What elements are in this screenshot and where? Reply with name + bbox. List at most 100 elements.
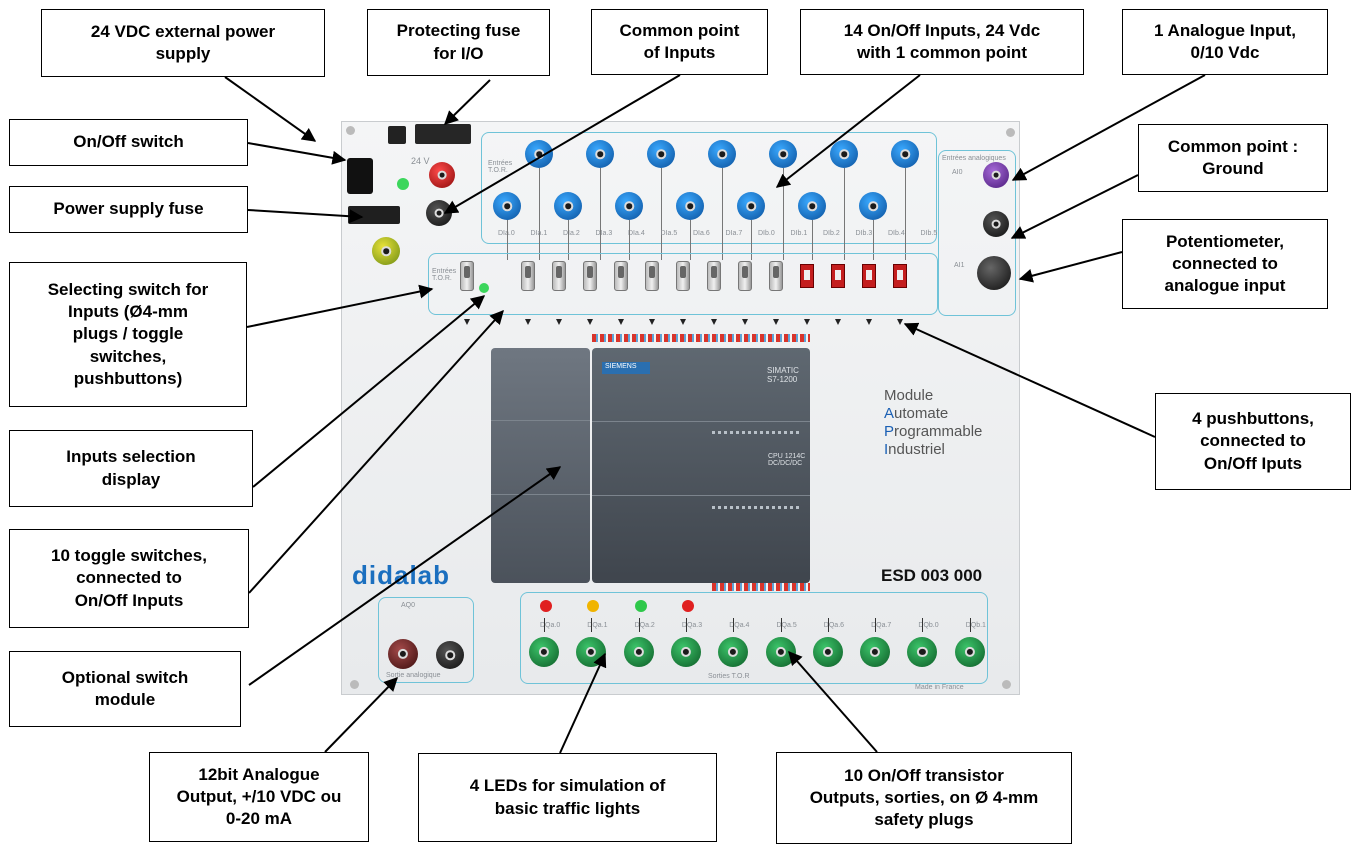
output-jack[interactable] [812,637,843,667]
input-toggle-switch[interactable] [645,261,659,291]
module-title-initial: P [884,423,895,440]
plc-divider [592,495,810,496]
potentiometer-knob[interactable] [977,256,1011,290]
selection-mode-switch[interactable] [460,261,474,291]
arrow-potentiometer [1018,251,1123,283]
input-jack[interactable] [647,140,675,168]
input-label: DIa.2 [563,230,580,237]
input-wire [507,220,508,260]
callout-optional-switch: Optional switch module [9,651,241,727]
module-title-rest: ndustriel [888,441,945,458]
input-wire [905,168,906,260]
onoff-switch[interactable] [347,158,373,194]
corner-screw [346,126,355,135]
module-title-line: Industriel [884,441,982,459]
input-wire [873,220,874,260]
input-toggle-switch[interactable] [738,261,752,291]
input-toggle-switch[interactable] [707,261,721,291]
input-wire [783,168,784,260]
power-fuse-holder [348,206,400,224]
input-jack[interactable] [830,140,858,168]
input-jack[interactable] [737,192,765,220]
traffic-light-led [587,600,600,612]
input-jack[interactable] [708,140,736,168]
input-label: DIa.1 [530,230,548,237]
callout-power-fuse: Power supply fuse [9,186,248,233]
io-fuse-holder [415,124,471,144]
power-24v-jack[interactable] [429,162,455,188]
input-pushbutton[interactable] [862,264,876,288]
input-jack[interactable] [798,192,826,220]
output-label: DQa.1 [587,622,608,629]
input-toggle-switch[interactable] [769,261,783,291]
output-jack[interactable] [718,637,749,667]
selector-arrow [711,319,717,325]
input-toggle-switch[interactable] [614,261,628,291]
ai0-label: AI0 [952,169,963,176]
ai1-label: AI1 [954,262,965,269]
corner-screw [1002,680,1011,689]
plc-signal-board [491,348,590,583]
output-jack[interactable] [765,637,796,667]
input-wire [568,220,569,260]
input-jack[interactable] [554,192,582,220]
selector-arrow [618,319,624,325]
input-jack[interactable] [493,192,521,220]
output-jack[interactable] [529,637,559,667]
analog-inputs-label: Entrées analogiques [942,155,1006,162]
input-pushbutton[interactable] [893,264,907,288]
module-title-rest: rogrammable [894,423,983,440]
callout-ext-power: 24 VDC external power supply [41,9,325,77]
arrow-common-ground [1010,174,1139,239]
output-jack[interactable] [860,637,891,667]
selector-arrow [587,319,593,325]
output-jack[interactable] [954,637,985,667]
input-wire [661,168,662,260]
corner-screw [350,680,359,689]
input-label: DIb.5 [920,230,938,237]
selector-arrow [866,319,872,325]
input-jack[interactable] [769,140,797,168]
input-jack[interactable] [891,140,919,168]
trainer-board: 24 V Entrées T.O.R. DIa.0DIa.1DIa.2DIa.3… [341,121,1020,695]
input-jack[interactable] [676,192,704,220]
input-label: DIa.5 [660,230,678,237]
module-title-rest: utomate [894,405,949,422]
arrow-onoff-switch [247,142,347,165]
traffic-light-led [540,600,552,612]
output-label: DQb.1 [965,622,986,629]
output-jack[interactable] [670,637,701,667]
input-common-jack[interactable] [426,200,452,226]
callout-selecting-switch: Selecting switch for Inputs (Ø4-mm plugs… [9,262,247,407]
model-number: ESD 003 000 [881,566,983,585]
output-arrow [922,618,924,632]
input-jack[interactable] [615,192,643,220]
output-arrow [827,618,829,632]
input-jack[interactable] [859,192,887,220]
output-arrow [780,618,782,632]
output-jack[interactable] [907,637,938,667]
input-pushbutton[interactable] [831,264,845,288]
analog-ground-jack[interactable] [983,211,1009,237]
input-wire [690,220,691,260]
input-toggle-switch[interactable] [583,261,597,291]
input-pushbutton[interactable] [800,264,814,288]
callout-onoff-inputs: 14 On/Off Inputs, 24 Vdc with 1 common p… [800,9,1084,75]
input-jack[interactable] [586,140,614,168]
voltage-label: 24 V [411,156,430,166]
plc-top-terminals [592,334,810,342]
output-arrow [685,618,687,632]
ground-jack[interactable] [372,237,400,265]
input-toggle-switch[interactable] [676,261,690,291]
module-title-line: Automate [884,405,982,423]
input-toggle-switch[interactable] [521,261,535,291]
analog-output-jack[interactable] [388,639,418,669]
input-jack[interactable] [525,140,553,168]
analog-output-ground-jack[interactable] [436,641,464,669]
module-title-rest: odule [896,387,934,404]
analog-input-jack[interactable] [983,162,1009,188]
module-title-line: Programmable [884,423,982,441]
input-toggle-switch[interactable] [552,261,566,291]
output-jack[interactable] [623,637,654,667]
